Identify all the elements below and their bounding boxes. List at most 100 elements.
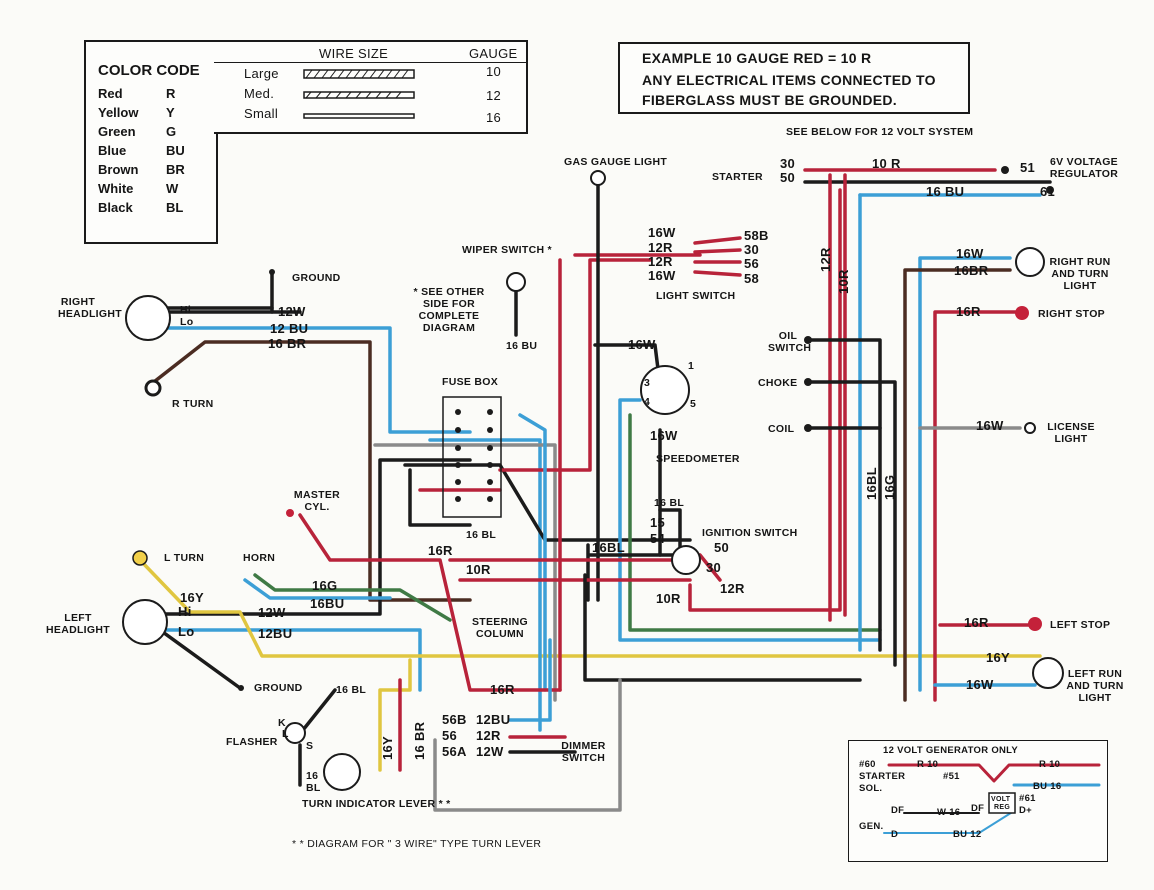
wire-16bl-flasher: 16 BL <box>336 684 367 696</box>
dimmer-switch-label: DIMMER SWITCH <box>561 740 606 764</box>
wire-16r-mid: 16R <box>428 543 453 558</box>
gen-starter: STARTER <box>859 771 906 782</box>
gauge-header: GAUGE <box>469 46 518 61</box>
component-symbols <box>122 166 1064 791</box>
color-code-title: COLOR CODE <box>98 62 200 79</box>
wire-16bl-fuse: 16 BL <box>466 529 497 541</box>
hi-left: Hi <box>178 604 192 619</box>
fuse-box-label: FUSE BOX <box>442 376 499 388</box>
wire-16bu-wiper: 16 BU <box>506 340 538 352</box>
ign-term-50: 50 <box>714 540 730 555</box>
flasher-term-k: K <box>278 717 286 729</box>
gen-df2: DF <box>891 805 905 816</box>
gen-t51: #51 <box>943 771 960 782</box>
color-name: Green <box>98 124 136 139</box>
gen-title: 12 VOLT GENERATOR ONLY <box>883 745 1019 756</box>
wire-16br-right-run: 16BR <box>954 263 989 278</box>
wire-16y-left-run: 16Y <box>986 650 1011 665</box>
generator-12v-box: 12 VOLT GENERATOR ONLY #60 R 10 R 10 #51… <box>848 740 1108 862</box>
wire-16bu-starter: 16 BU <box>926 184 965 199</box>
steering-column-label: STEERING COLUMN <box>471 616 529 640</box>
headlight-wires <box>138 270 1042 692</box>
gen-reg: REG <box>994 804 1011 811</box>
gen-bu16: BU 16 <box>1033 781 1062 792</box>
gen-volt: VOLT <box>991 796 1011 803</box>
wire-16r-bottom: 16R <box>490 682 515 697</box>
color-abbrev: BL <box>166 200 184 215</box>
starter-term-30: 30 <box>780 156 796 171</box>
see-other-note: * SEE OTHER SIDE FOR COMPLETE DIAGRAM <box>413 286 485 334</box>
wiper-switch-label: WIPER SWITCH * <box>462 244 552 256</box>
gen-d2: D <box>891 829 899 840</box>
wire-12r-vertical: 12R <box>818 247 833 272</box>
ignition-switch-label: IGNITION SWITCH <box>702 527 798 539</box>
color-code-row: Green G <box>98 122 208 141</box>
gauge-med: 12 <box>486 88 502 103</box>
wire-12r-ls1: 12R <box>648 240 673 255</box>
speedo-term-5: 5 <box>690 398 697 410</box>
see-below-note: SEE BELOW FOR 12 VOLT SYSTEM <box>786 126 974 138</box>
wire-16r-right-stop: 16R <box>956 304 981 319</box>
right-stop-label: RIGHT STOP <box>1038 308 1105 320</box>
wire-16w-license: 16W <box>976 418 1004 433</box>
wire-10r-ign: 10R <box>656 591 681 606</box>
lo-left: Lo <box>178 624 195 639</box>
fuse-terminals <box>455 409 493 502</box>
color-name: Yellow <box>98 105 139 120</box>
horn-label: HORN <box>243 552 276 564</box>
master-cyl-label: MASTER CYL. <box>293 489 341 513</box>
wire-12r-ign: 12R <box>720 581 745 596</box>
ign-term-54: 54 <box>650 531 666 546</box>
wire-12w-dimmer: 12W <box>476 744 504 759</box>
voltage-regulator-label: 6V VOLTAGE REGULATOR <box>1049 156 1119 180</box>
dimmer-term-56: 56 <box>442 728 458 743</box>
starter-regulator-wires <box>803 168 1052 652</box>
gen-bu12: BU 12 <box>953 829 982 840</box>
wire-16g: 16G <box>312 578 338 593</box>
wire-16g-vertical: 16G <box>882 474 897 500</box>
wire-16w-left-run: 16W <box>966 677 994 692</box>
wire-size-header: WIRE SIZE <box>319 46 389 61</box>
color-name: Brown <box>98 162 139 177</box>
wire-16w-sp1: 16W <box>628 337 656 352</box>
left-headlight-label: LEFT HEADLIGHT <box>46 612 110 636</box>
wire-size-samples <box>303 69 415 119</box>
gen-r10a: R 10 <box>917 759 939 770</box>
reg-term-61: 61 <box>1040 184 1056 199</box>
color-abbrev: BU <box>166 143 185 158</box>
color-code-row: Black BL <box>98 198 208 217</box>
wire-10r-starter: 10 R <box>872 156 901 171</box>
ground-top-label: GROUND <box>292 272 341 284</box>
color-abbrev: Y <box>166 105 175 120</box>
speedo-term-1: 1 <box>688 360 695 372</box>
example-line2: ANY ELECTRICAL ITEMS CONNECTED TO <box>642 72 936 88</box>
starter-label: STARTER <box>712 171 763 183</box>
wire-12bu-left: 12BU <box>258 626 293 641</box>
speedometer-label: SPEEDOMETER <box>656 453 740 465</box>
wire-16br-vertical: 16 BR <box>412 721 427 760</box>
coil-label: COIL <box>768 423 795 435</box>
color-name: White <box>98 181 134 196</box>
color-name: Red <box>98 86 123 101</box>
term-56: 56 <box>744 256 760 271</box>
wire-16bl-ign: 16 BL <box>654 497 685 509</box>
fuse-box-outline <box>442 396 502 518</box>
wire-16w-sp2: 16W <box>650 428 678 443</box>
ign-term-30: 30 <box>706 560 722 575</box>
reg-term-51: 51 <box>1020 160 1036 175</box>
color-abbrev: G <box>166 124 177 139</box>
hi-right: Hi <box>180 304 192 316</box>
oil-switch-label: OIL SWITCH <box>768 330 812 354</box>
license-light-label: LICENSE LIGHT <box>1047 421 1095 445</box>
color-abbrev: R <box>166 86 176 101</box>
gauge-small: 16 <box>486 110 502 125</box>
color-name: Black <box>98 200 133 215</box>
left-run-label: LEFT RUN AND TURN LIGHT <box>1066 668 1124 704</box>
wire-16bl-lever: 16 BL <box>306 770 321 794</box>
dimmer-term-56a: 56A <box>442 744 467 759</box>
dimmer-term-56b: 56B <box>442 712 467 727</box>
gen-r10b: R 10 <box>1039 759 1061 770</box>
